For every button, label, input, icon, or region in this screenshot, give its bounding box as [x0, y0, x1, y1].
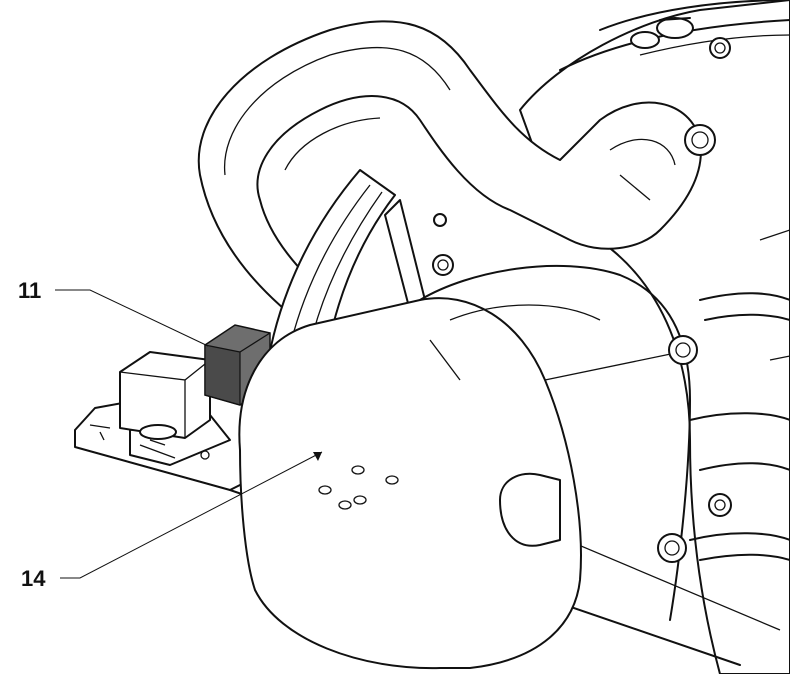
side-screws — [432, 213, 698, 563]
callout-label-11: 11 — [18, 278, 41, 303]
white-block — [119, 351, 211, 440]
front-cap — [238, 264, 691, 670]
leader-line-11 — [55, 289, 209, 347]
handle — [197, 20, 716, 331]
leader-line-14 — [60, 451, 323, 579]
callout-label-14: 14 — [21, 566, 46, 591]
top-knob-assembly — [630, 17, 694, 49]
